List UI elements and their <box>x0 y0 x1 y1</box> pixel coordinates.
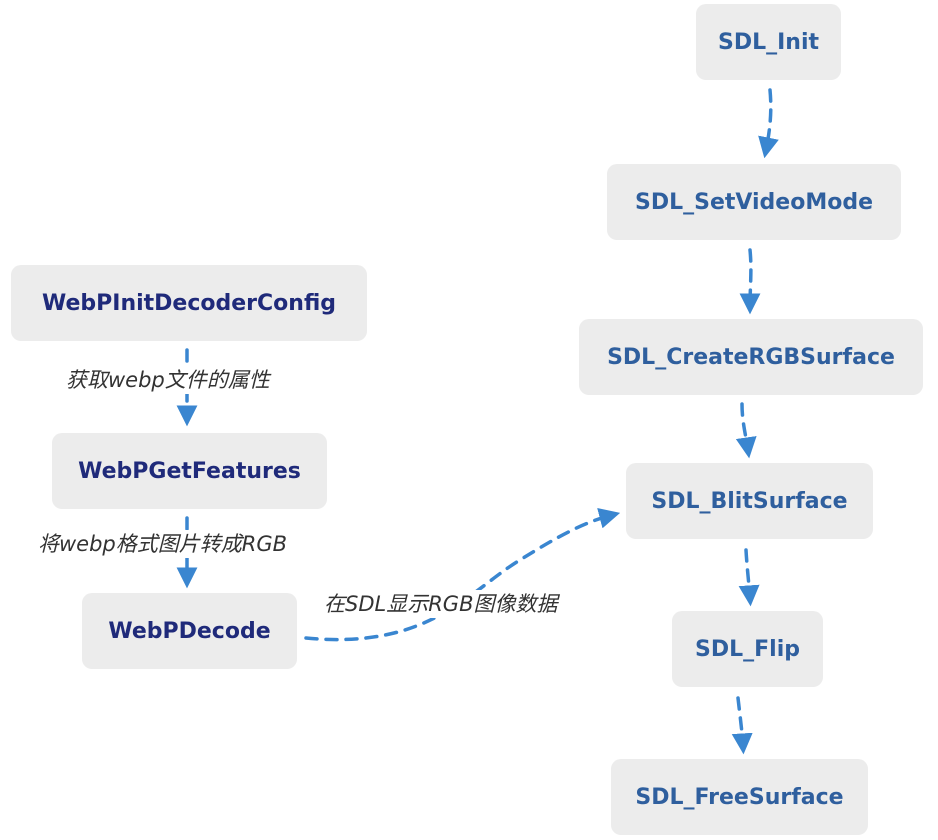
node-webp-decode: WebPDecode <box>82 593 297 669</box>
edge-creatergbsurface-to-blitsurface <box>735 402 757 459</box>
edge-label-display: 在SDL显示RGB图像数据 <box>322 590 560 618</box>
node-sdl-create-rgb-surface: SDL_CreateRGBSurface <box>579 319 923 395</box>
node-sdl-set-video-mode: SDL_SetVideoMode <box>607 164 901 240</box>
edge-blitsurface-to-flip <box>738 548 760 607</box>
edge-setvideomode-to-creatergbsurface <box>739 248 761 315</box>
node-sdl-free-surface: SDL_FreeSurface <box>611 759 868 835</box>
node-sdl-blit-surface: SDL_BlitSurface <box>626 463 873 539</box>
node-webp-get-features: WebPGetFeatures <box>52 433 327 509</box>
edge-label-get-features: 获取webp文件的属性 <box>64 366 272 394</box>
edge-label-decode: 将webp格式图片转成RGB <box>36 530 290 558</box>
edge-init-to-setvideomode <box>758 88 779 159</box>
edge-flip-to-freesurface <box>731 696 753 755</box>
edge-decode-to-blit <box>304 508 621 642</box>
node-webp-init-decoder-config: WebPInitDecoderConfig <box>11 265 367 341</box>
node-sdl-flip: SDL_Flip <box>672 611 823 687</box>
node-sdl-init: SDL_Init <box>696 4 841 80</box>
